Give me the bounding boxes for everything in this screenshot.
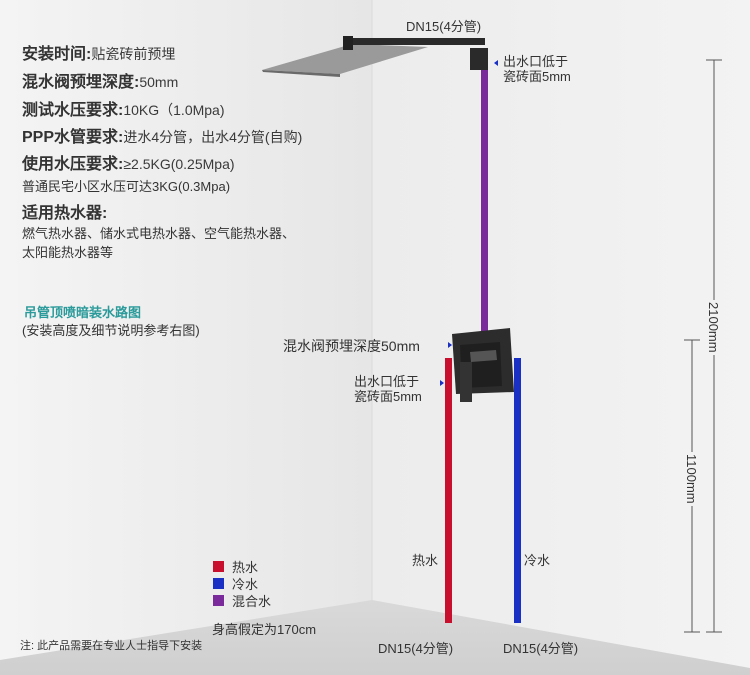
spec-label: PPP水管要求:	[22, 129, 124, 146]
arrow-outlet-top	[494, 60, 498, 66]
footnote: 注: 此产品需要在专业人士指导下安装	[20, 640, 203, 652]
arrow-valve-depth	[448, 342, 452, 348]
top-pipe-label: DN15(4分管)	[406, 19, 482, 34]
floor	[0, 600, 750, 675]
callout-line: 出水口低于	[503, 54, 569, 69]
arrow-outlet-mid	[440, 380, 444, 386]
shower-arm	[345, 38, 485, 45]
spec-residential: 普通民宅小区水压可达3KG(0.3Mpa)	[22, 179, 231, 194]
height-note: 身高假定为170cm	[212, 622, 317, 637]
cold-water-pipe	[514, 358, 521, 623]
spec-label: 安装时间:	[22, 46, 92, 63]
dimension-2100-label: 2100mm	[706, 300, 721, 355]
outlet-mid-callout: 出水口低于 瓷砖面5mm	[354, 374, 422, 404]
spec-value: 10KG（1.0Mpa)	[123, 102, 225, 118]
legend-item-mixed: 混合水	[213, 591, 271, 610]
spec-test-pressure: 测试水压要求:10KG（1.0Mpa)	[22, 96, 225, 120]
shower-head	[262, 44, 428, 74]
diagram-subtitle: (安装高度及细节说明参考右图)	[22, 323, 200, 338]
valve-handle	[470, 350, 497, 362]
spec-value: 贴瓷砖前预埋	[91, 46, 176, 62]
legend-swatch-hot	[213, 561, 224, 572]
hot-water-pipe	[445, 358, 452, 623]
spec-label: 适用热水器:	[22, 205, 108, 222]
legend-item-hot: 热水	[213, 557, 258, 576]
bottom-pipe-right-label: DN15(4分管)	[503, 641, 579, 656]
spec-heaters-line2: 太阳能热水器等	[22, 245, 114, 260]
spec-heaters-line1: 燃气热水器、储水式电热水器、空气能热水器、	[22, 226, 296, 241]
outlet-top-callout: 出水口低于 瓷砖面5mm	[503, 54, 571, 84]
wall-flange-top	[470, 48, 488, 70]
spec-ppp: PPP水管要求:进水4分管，出水4分管(自购)	[22, 123, 302, 147]
valve-depth-label: 混水阀预埋深度50mm	[283, 338, 420, 354]
spec-depth: 混水阀预埋深度:50mm	[22, 68, 178, 92]
callout-line: 瓷砖面5mm	[354, 389, 422, 404]
callout-line: 瓷砖面5mm	[503, 69, 571, 84]
diagram-title: 吊管顶喷暗装水路图	[24, 305, 142, 320]
spec-value: ≥2.5KG(0.25Mpa)	[123, 156, 235, 172]
spec-label: 使用水压要求:	[22, 156, 124, 173]
callout-line: 出水口低于	[354, 374, 420, 389]
legend-swatch-mixed	[213, 595, 224, 606]
legend-item-cold: 冷水	[213, 574, 258, 593]
legend-label: 冷水	[232, 577, 259, 592]
spec-label: 混水阀预埋深度:	[22, 74, 140, 91]
legend-label: 热水	[232, 560, 259, 575]
spec-value: 50mm	[139, 74, 179, 90]
legend-label: 混合水	[232, 594, 272, 609]
bottom-pipe-left-label: DN15(4分管)	[378, 641, 454, 656]
spec-label: 测试水压要求:	[22, 102, 124, 119]
cold-water-label: 冷水	[524, 553, 551, 568]
spec-use-pressure: 使用水压要求:≥2.5KG(0.25Mpa)	[22, 150, 235, 174]
spec-heaters-title: 适用热水器:	[22, 199, 107, 223]
spec-value: 进水4分管，出水4分管(自购)	[123, 129, 303, 145]
hot-water-label: 热水	[412, 553, 439, 568]
dimension-1100-label: 1100mm	[684, 452, 699, 506]
legend-swatch-cold	[213, 578, 224, 589]
spec-install-time: 安装时间:贴瓷砖前预埋	[22, 40, 175, 64]
mixed-water-pipe	[481, 70, 488, 335]
